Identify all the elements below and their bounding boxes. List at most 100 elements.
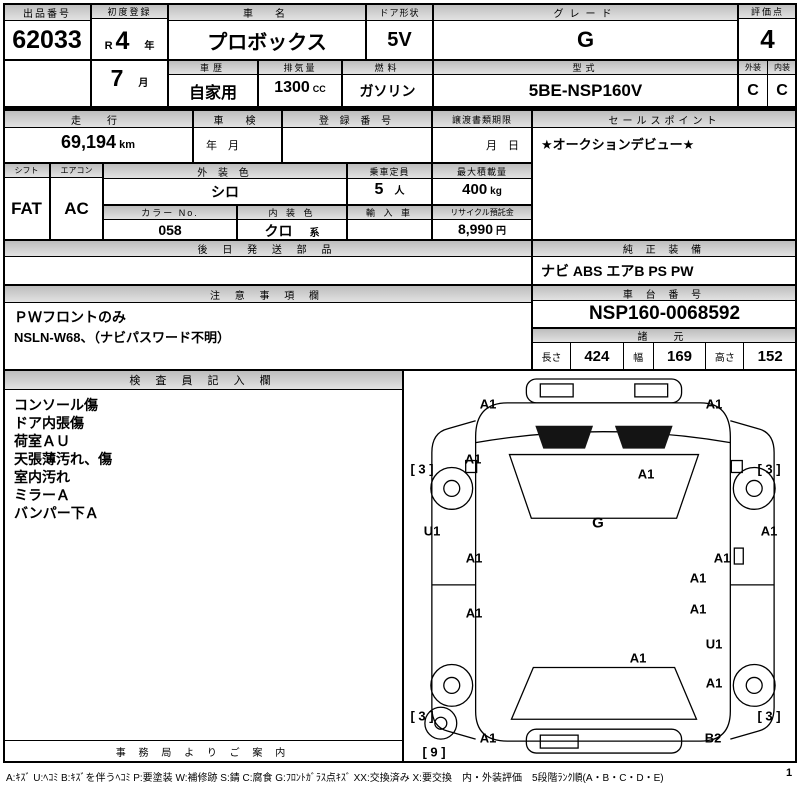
inspector-note-line: ドア内張傷 bbox=[14, 415, 84, 431]
field-capacity: 乗車定員 5 人 bbox=[347, 163, 432, 205]
displacement-value: 1300 bbox=[274, 79, 310, 96]
max-load-value-wrap: 400 kg bbox=[433, 179, 531, 204]
interior-score-value: C bbox=[776, 81, 788, 99]
field-lot-number: 出品番号 62033 bbox=[3, 3, 91, 60]
sales-point-value: ★オークションデビュー★ bbox=[541, 137, 695, 152]
sales-point-label: セールスポイント bbox=[533, 111, 796, 128]
grade-label: グレード bbox=[434, 4, 737, 21]
year-unit: 年 bbox=[144, 41, 155, 52]
shift-label: シフト bbox=[4, 164, 49, 178]
field-max-load: 最大積載量 400 kg bbox=[432, 163, 532, 205]
damage-marker: A1 bbox=[689, 601, 707, 617]
inspector-note-line: 天張薄汚れ、傷 bbox=[14, 451, 113, 467]
inspection-label: 車 検 bbox=[194, 111, 281, 128]
field-shift: シフト FAT bbox=[3, 163, 50, 240]
equipment-value: ナビ ABS エアB PS PW bbox=[541, 262, 694, 279]
height-value: 152 bbox=[757, 347, 783, 365]
field-chassis-number: 車 台 番 号 NSP160-0068592 bbox=[532, 285, 797, 328]
score-value: 4 bbox=[760, 23, 775, 54]
interior-color-value-wrap: クロ 系 bbox=[238, 220, 346, 241]
length-value: 424 bbox=[571, 343, 624, 369]
door-shape-value: 5V bbox=[387, 28, 412, 51]
later-parts-value bbox=[4, 257, 531, 284]
field-color-number: カラー No. 058 bbox=[103, 205, 237, 240]
field-transfer-deadline: 譲渡書類期限 月 日 bbox=[432, 110, 532, 163]
exterior-color-value: シロ bbox=[211, 183, 239, 200]
interior-score-col: 内装 C bbox=[767, 61, 796, 106]
capacity-value: 5 bbox=[374, 181, 384, 198]
car-name-value: プロボックス bbox=[207, 31, 327, 54]
inspection-value: 年 月 bbox=[206, 140, 239, 152]
field-door-shape: ドア形状 5V bbox=[366, 3, 433, 60]
mileage-value-wrap: 69,194 km bbox=[4, 128, 192, 162]
model-code-label: 型式 bbox=[434, 61, 737, 75]
color-number-value: 058 bbox=[158, 221, 182, 238]
exterior-score-label: 外装 bbox=[739, 61, 767, 75]
interior-color-label: 内 装 色 bbox=[238, 206, 346, 220]
aircon-label: エアコン bbox=[51, 164, 102, 178]
first-registration-year: 4 bbox=[115, 27, 130, 55]
recycle-deposit-value-wrap: 8,990 円 bbox=[433, 220, 531, 239]
damage-marker: A1 bbox=[760, 523, 778, 539]
empty-cell bbox=[3, 60, 91, 107]
damage-marker: A1 bbox=[629, 650, 647, 666]
damage-marker: U1 bbox=[705, 636, 723, 652]
first-registration-label: 初度登録 bbox=[92, 4, 167, 19]
damage-marker: B2 bbox=[704, 730, 722, 746]
field-first-registration: 初度登録 R 4 年 bbox=[91, 3, 168, 60]
damage-marker: A1 bbox=[465, 605, 483, 621]
field-displacement: 排気量 1300 CC bbox=[258, 60, 342, 107]
damage-marker: A1 bbox=[479, 730, 497, 746]
car-name-label: 車 名 bbox=[169, 4, 365, 21]
capacity-label: 乗車定員 bbox=[348, 164, 431, 179]
field-registration-number: 登 録 番 号 bbox=[282, 110, 432, 163]
grade-value: G bbox=[576, 27, 595, 52]
inspector-panel-label: 検 査 員 記 入 欄 bbox=[4, 371, 402, 390]
damage-marker: A1 bbox=[637, 466, 655, 482]
import-car-label: 輸 入 車 bbox=[348, 206, 431, 220]
damage-marker: U1 bbox=[423, 523, 441, 539]
interior-score-label: 内装 bbox=[768, 61, 796, 75]
aircon-value: AC bbox=[64, 198, 89, 218]
office-info-label: 事 務 局 よ り ご 案 内 bbox=[4, 740, 402, 762]
damage-marker: A1 bbox=[479, 396, 497, 412]
transfer-deadline-value: 月 日 bbox=[486, 140, 519, 152]
fuel-value: ガソリン bbox=[359, 82, 416, 99]
transfer-deadline-label: 譲渡書類期限 bbox=[433, 111, 531, 128]
field-caution-notes: 注 意 事 項 欄 ＰＷフロントのみ NSLN-W68、（ナビパスワード不明） bbox=[3, 285, 532, 370]
displacement-label: 排気量 bbox=[259, 61, 341, 75]
field-fuel: 燃料 ガソリン bbox=[342, 60, 433, 107]
interior-color-unit: 系 bbox=[309, 228, 320, 239]
caution-notes-label: 注 意 事 項 欄 bbox=[4, 286, 531, 303]
damage-marker: [ 3 ] bbox=[757, 708, 781, 724]
lot-number-value: 62033 bbox=[12, 25, 82, 54]
damage-marker: A1 bbox=[713, 550, 731, 566]
note-line: ＰＷフロントのみ bbox=[14, 309, 126, 325]
inspector-note-line: 荷室ＡＵ bbox=[14, 433, 70, 449]
recycle-deposit-unit: 円 bbox=[496, 226, 507, 237]
damage-marker: A1 bbox=[705, 396, 723, 412]
model-code-value: 5BE-NSP160V bbox=[528, 80, 643, 100]
car-history-value: 自家用 bbox=[188, 84, 237, 102]
shift-value: FAT bbox=[11, 198, 42, 218]
width-label: 幅 bbox=[624, 343, 654, 369]
registration-number-label: 登 録 番 号 bbox=[283, 111, 431, 128]
field-sales-point: セールスポイント ★オークションデビュー★ bbox=[532, 110, 797, 240]
notes-body: ＰＷフロントのみ NSLN-W68、（ナビパスワード不明） bbox=[4, 303, 531, 369]
max-load-unit: kg bbox=[490, 186, 502, 197]
damage-marker: G bbox=[592, 514, 604, 532]
field-mileage: 走 行 69,194 km bbox=[3, 110, 193, 163]
damage-marker: A1 bbox=[464, 451, 482, 467]
field-import-car: 輸 入 車 bbox=[347, 205, 432, 240]
chassis-number-label: 車 台 番 号 bbox=[533, 286, 796, 301]
height-label: 高さ bbox=[706, 343, 745, 369]
page-number: 1 bbox=[786, 767, 793, 779]
inspector-note-line: ミラーＡ bbox=[14, 487, 70, 503]
exterior-color-label: 外 装 色 bbox=[104, 164, 346, 179]
exterior-score-value: C bbox=[747, 81, 759, 99]
